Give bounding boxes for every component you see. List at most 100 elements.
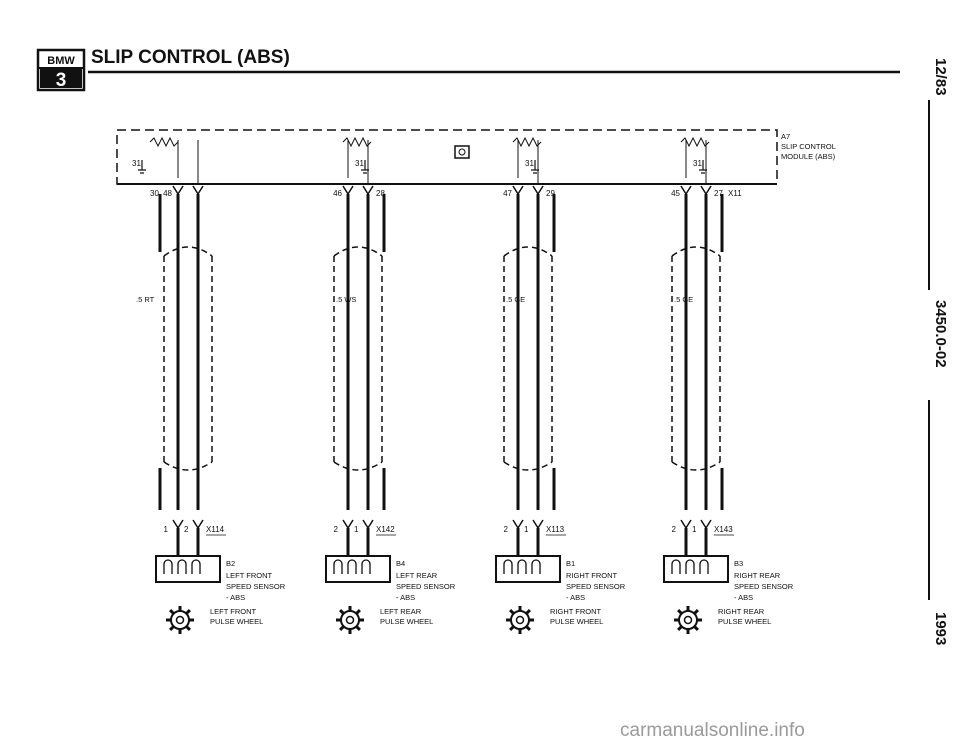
plug-pin-icon (362, 519, 374, 530)
pulse-wheel-icon (336, 606, 364, 634)
pin-connector-icon (700, 185, 712, 196)
sensor-name-line: - ABS (396, 593, 415, 602)
wheel-name-line: PULSE WHEEL (550, 617, 603, 626)
sensor-name-line: LEFT REAR (396, 571, 438, 580)
header: BMW 3 SLIP CONTROL (ABS) (36, 47, 900, 92)
plug-label: X143 (714, 525, 733, 534)
plug-pin-icon (342, 519, 354, 530)
wheel-name-line: LEFT FRONT (210, 607, 257, 616)
wire-color-label: .5 GE (674, 295, 693, 304)
plug-pin-a: 2 (334, 525, 339, 534)
side-date: 12/83 (932, 58, 949, 96)
wheel-name-line: PULSE WHEEL (380, 617, 433, 626)
shield-bottom (503, 461, 553, 471)
shield-bottom (333, 461, 383, 471)
pin-number-a: 47 (503, 189, 512, 198)
badge-series-text: 3 (56, 70, 67, 91)
pin-number-b: 29 (546, 189, 555, 198)
wheel-name-line: PULSE WHEEL (210, 617, 263, 626)
module-connector-label: X11 (728, 189, 742, 198)
resistor-icon (342, 136, 372, 148)
page-title: SLIP CONTROL (ABS) (91, 47, 290, 68)
pin-connector-icon (362, 185, 374, 196)
pin-connector-icon (532, 185, 544, 196)
ground-icon (531, 160, 539, 174)
sensor-id: B1 (566, 559, 575, 568)
sensor-name-line: - ABS (566, 593, 585, 602)
speed-sensor-icon (495, 555, 561, 583)
plug-pin-b: 2 (184, 525, 189, 534)
sensor-name-line: SPEED SENSOR (566, 582, 626, 591)
plug-label: X114 (206, 525, 225, 534)
plug-pin-icon (192, 519, 204, 530)
plug-pin-icon (512, 519, 524, 530)
pin-number-b: 27 (714, 189, 723, 198)
plug-label: X113 (546, 525, 565, 534)
ground-pin-label: 31 (693, 159, 702, 168)
ground-pin-label: 31 (132, 159, 141, 168)
pulse-wheel-icon (166, 606, 194, 634)
slip-control-module: A7 SLIP CONTROL MODULE (ABS) (116, 129, 836, 185)
shield-top (333, 246, 383, 257)
plug-pin-icon (680, 519, 692, 530)
module-symbol-icon (454, 145, 470, 159)
sensor-name-line: - ABS (226, 593, 245, 602)
module-id: A7 (781, 132, 790, 141)
wheel-name-line: RIGHT REAR (718, 607, 765, 616)
pin-number-a: 45 (671, 189, 680, 198)
module-name-2: MODULE (ABS) (781, 152, 836, 161)
wire-color-label: .5 GE (506, 295, 525, 304)
sensor-name-line: SPEED SENSOR (226, 582, 286, 591)
resistor-icon (680, 136, 710, 148)
ground-icon (699, 160, 707, 174)
plug-pin-icon (172, 519, 184, 530)
pin-connector-icon (680, 185, 692, 196)
plug-label: X142 (376, 525, 395, 534)
plug-pin-b: 1 (524, 525, 529, 534)
sensor-name-line: SPEED SENSOR (734, 582, 794, 591)
sensor-id: B4 (396, 559, 405, 568)
pin-connector-icon (192, 185, 204, 196)
wire-color-label: .5 WS (336, 295, 356, 304)
sensor-name-line: RIGHT FRONT (566, 571, 618, 580)
wheel-name-line: LEFT REAR (380, 607, 422, 616)
wheel-name-line: RIGHT FRONT (550, 607, 602, 616)
speed-sensor-icon (663, 555, 729, 583)
coil-icon (503, 559, 541, 574)
ground-icon (138, 160, 146, 174)
sensor-name-line: - ABS (734, 593, 753, 602)
coil-icon (671, 559, 709, 574)
ground-icon (361, 160, 369, 174)
shield-top (503, 246, 553, 257)
pin-connector-icon (512, 185, 524, 196)
sensor-name-line: LEFT FRONT (226, 571, 273, 580)
side-margin: 12/83 3450.0-02 1993 (928, 58, 949, 645)
pin-number-extra: 30 (150, 189, 159, 198)
sensor-id: B2 (226, 559, 235, 568)
module-name: SLIP CONTROL (781, 142, 836, 151)
plug-pin-b: 1 (692, 525, 697, 534)
shield-top (163, 246, 213, 257)
side-year: 1993 (932, 612, 949, 645)
wire-color-label: .5 RT (136, 295, 155, 304)
shield-top (671, 246, 721, 257)
pulse-wheel-icon (506, 606, 534, 634)
coil-icon (333, 559, 371, 574)
sensor-name-line: RIGHT REAR (734, 571, 781, 580)
pulse-wheel-icon (674, 606, 702, 634)
shield-bottom (671, 461, 721, 471)
ground-pin-label: 31 (355, 159, 364, 168)
plug-pin-b: 1 (354, 525, 359, 534)
resistor-icon (149, 136, 179, 148)
plug-pin-icon (700, 519, 712, 530)
ground-pin-label: 31 (525, 159, 534, 168)
pin-number-a: 46 (333, 189, 342, 198)
plug-pin-icon (532, 519, 544, 530)
plug-pin-a: 2 (504, 525, 509, 534)
sensor-id: B3 (734, 559, 743, 568)
wheel-name-line: PULSE WHEEL (718, 617, 771, 626)
